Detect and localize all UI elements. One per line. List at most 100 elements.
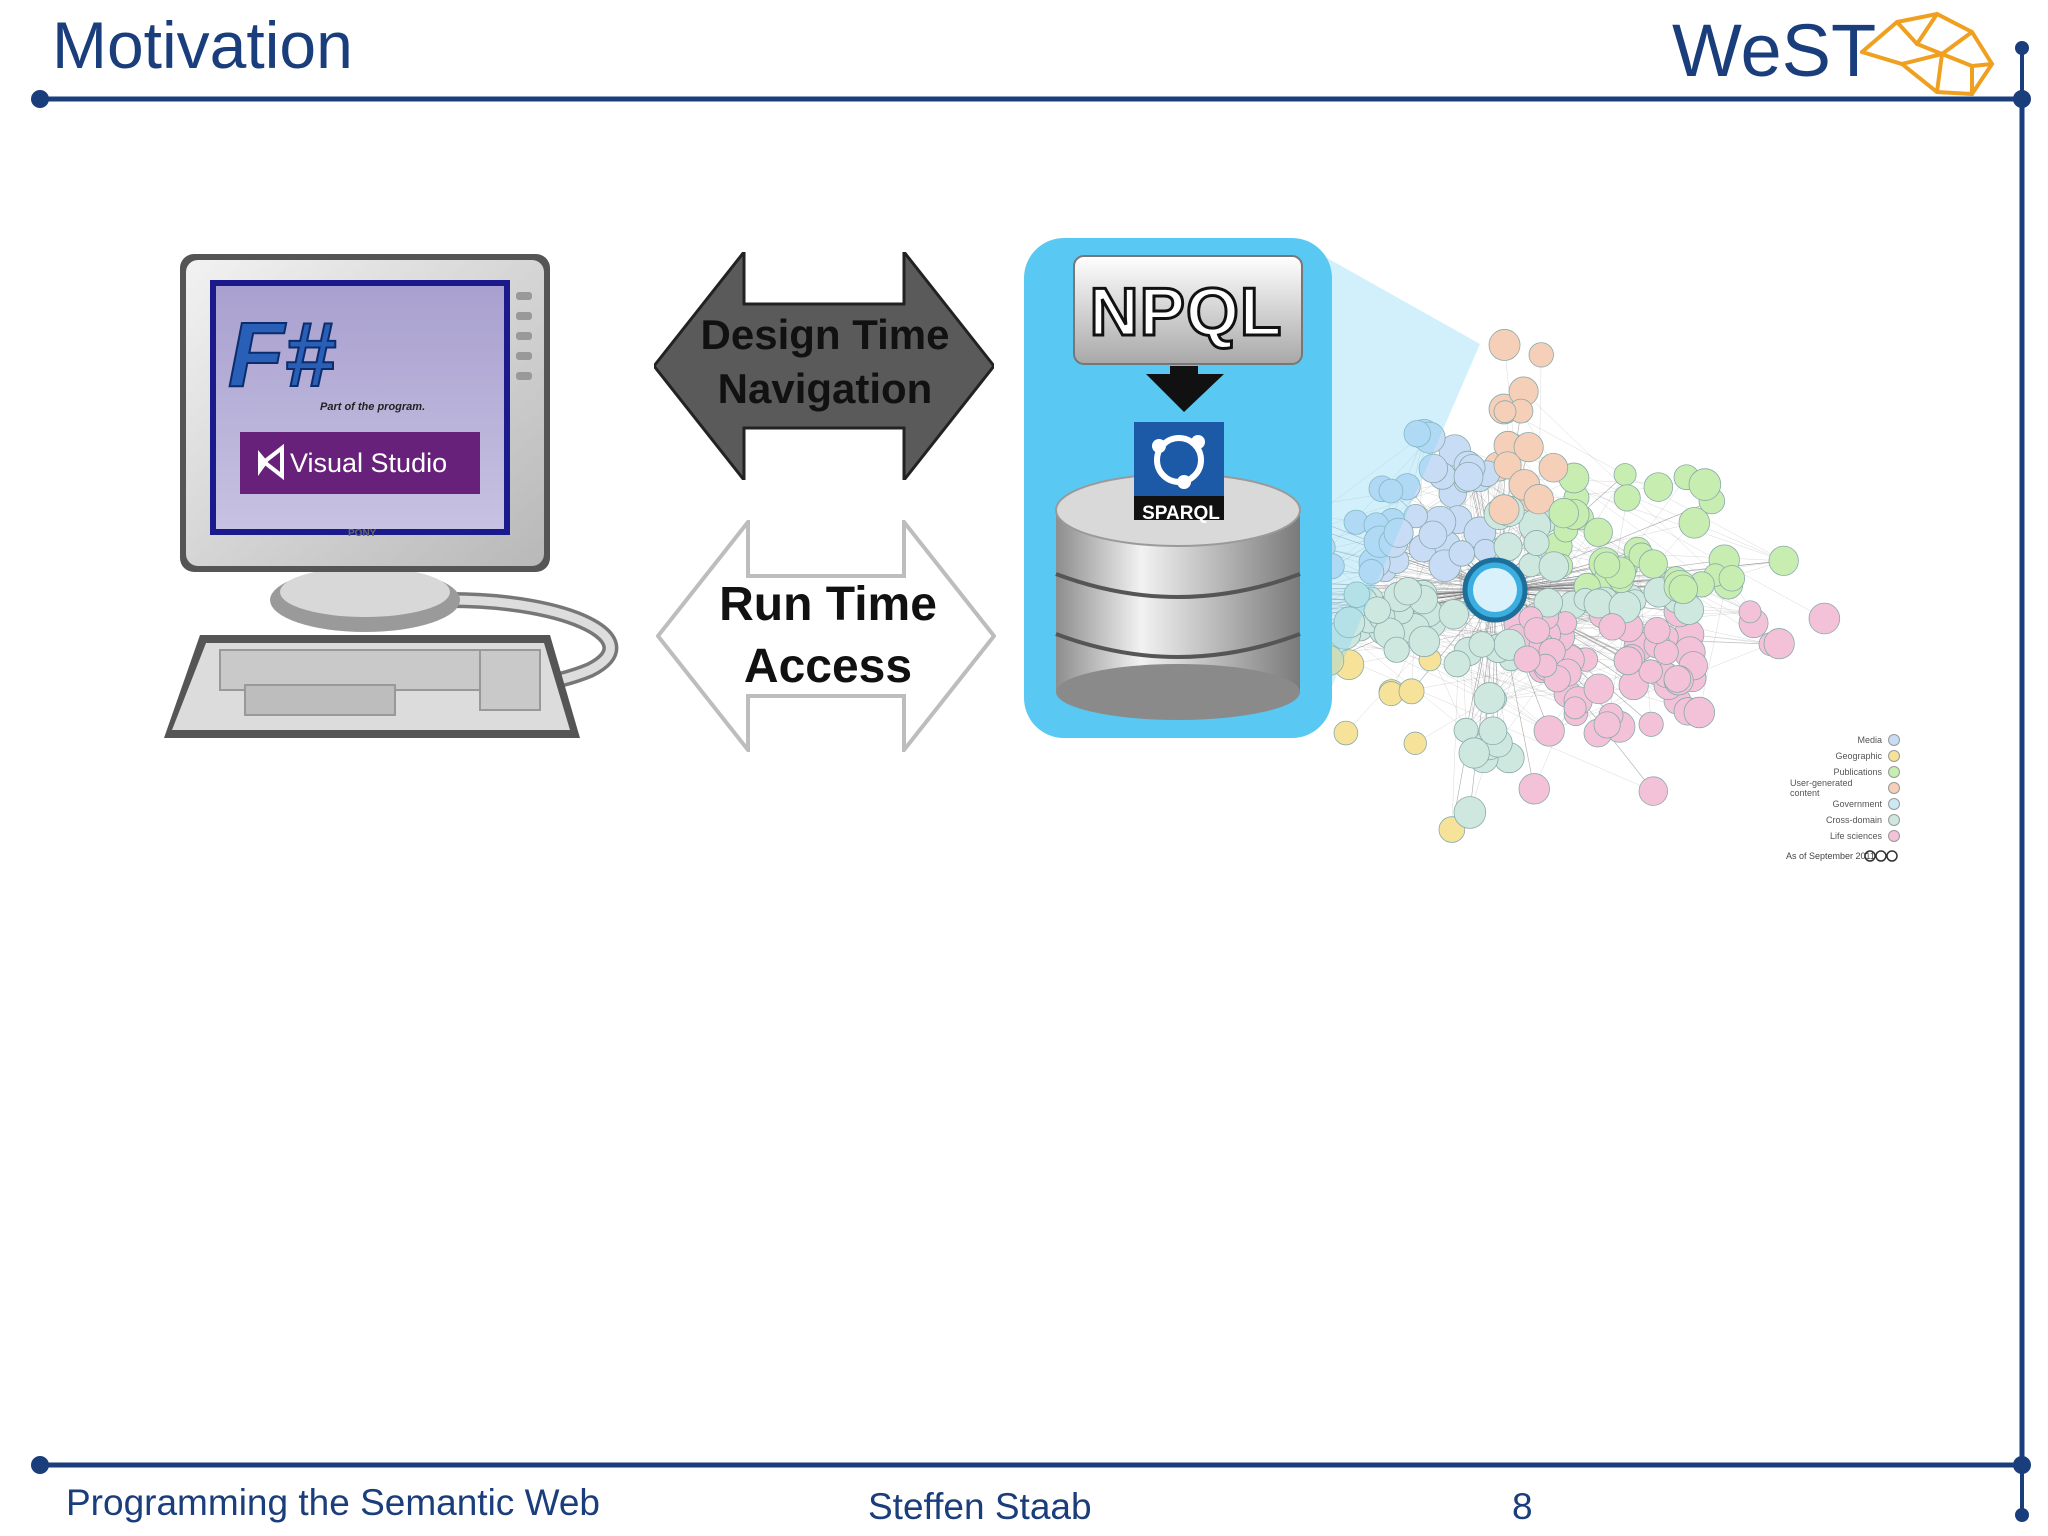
lod-dataset-node: [1663, 665, 1692, 693]
npql-label: NPQL: [1088, 273, 1283, 352]
lod-legend-item: Publications: [1790, 764, 1900, 780]
lod-dataset-node: [1473, 682, 1506, 714]
lod-dataset-node: [1378, 478, 1404, 504]
lod-dataset-node: [1448, 540, 1475, 567]
design-time-arrow: [654, 252, 994, 480]
lod-legend-swatch: [1888, 750, 1900, 762]
lod-dataset-node: [1583, 588, 1614, 619]
lod-dataset-node: [1583, 673, 1615, 705]
lod-dataset-node: [1493, 400, 1517, 424]
lod-dataset-node: [1533, 715, 1565, 747]
footer-author: Steffen Staab: [868, 1486, 1092, 1527]
lod-dataset-node: [1768, 545, 1799, 576]
lod-legend-label: Publications: [1833, 767, 1882, 777]
lod-dataset-node: [1613, 646, 1643, 676]
lod-legend-label: Cross-domain: [1825, 815, 1882, 825]
lod-dataset-node: [1638, 776, 1668, 806]
lod-legend-item: Media: [1790, 732, 1900, 748]
fsharp-logo: F#: [228, 304, 336, 406]
lod-dataset-node: [1453, 796, 1487, 829]
lod-legend-swatch: [1888, 734, 1900, 746]
design-time-line1: Design Time: [700, 311, 950, 358]
lod-dataset-node: [1418, 453, 1449, 484]
lod-legend-item: Government: [1790, 796, 1900, 812]
lod-legend-label: User-generated content: [1790, 778, 1853, 798]
run-time-label: Run Time Access: [690, 574, 966, 698]
lod-dataset-node: [1688, 468, 1722, 501]
lod-dataset-node: [1403, 504, 1428, 529]
lod-dataset-node: [1488, 329, 1521, 361]
lod-dataset-node: [1523, 484, 1554, 515]
npql-store-panel: [1024, 238, 1480, 738]
lod-dataset-node: [1613, 484, 1641, 512]
lod-dataset-node: [1808, 602, 1841, 635]
lod-dataset-node: [1593, 551, 1621, 579]
lod-dataset-node: [1453, 461, 1484, 492]
visual-studio-icon: [258, 443, 284, 481]
lod-legend-swatch: [1888, 814, 1900, 826]
lod-dataset-node: [1443, 650, 1471, 678]
lod-dataset-node: [1683, 696, 1716, 729]
fsharp-tagline: Part of the program.: [320, 401, 425, 413]
design-time-line2: Navigation: [717, 365, 933, 412]
lod-dataset-node: [1468, 631, 1496, 658]
visual-studio-label: Visual Studio: [290, 448, 447, 478]
lod-dataset-node: [1668, 574, 1699, 605]
lod-dataset-node: [1718, 565, 1746, 592]
lod-dataset-node: [1493, 532, 1523, 562]
footer-page-number: 8: [1512, 1486, 1533, 1527]
lod-dataset-node: [1398, 678, 1425, 705]
lod-dataset-node: [1613, 463, 1637, 487]
lod-dataset-node: [1513, 432, 1544, 463]
lod-dataset-node: [1638, 711, 1664, 737]
lod-dataset-node: [1518, 773, 1550, 805]
lod-cloud-diagram: [1183, 329, 1841, 843]
down-arrow-icon: [1146, 366, 1224, 412]
lod-dataset-node: [1403, 731, 1427, 755]
lod-dataset-node: [1383, 636, 1410, 663]
cc-license-icon: [1864, 850, 1898, 862]
sparql-label: SPARQL: [1142, 503, 1220, 524]
lod-dataset-node: [1643, 472, 1674, 502]
lod-dataset-node: [1418, 520, 1448, 550]
lod-legend-swatch: [1888, 766, 1900, 778]
run-time-line2: Access: [743, 640, 913, 693]
lod-dataset-node: [1583, 517, 1613, 547]
west-logo-text: WeST: [1672, 9, 1876, 92]
lod-legend-label: Media: [1857, 735, 1882, 745]
lod-dataset-node: [1598, 613, 1626, 641]
lod-dataset-node: [1523, 617, 1551, 644]
lod-dataset-node: [1528, 342, 1554, 368]
lod-dataset-node: [1403, 420, 1431, 448]
lod-dataset-node: [1678, 507, 1711, 539]
lod-dataset-node: [1513, 645, 1541, 673]
computer-illustration: F# Part of the program. Visual Studio PO…: [164, 254, 619, 738]
lod-dataset-node: [1408, 625, 1440, 658]
lod-legend-label: Life sciences: [1829, 831, 1882, 841]
lod-dataset-node: [1358, 559, 1385, 585]
lod-legend-label: Geographic: [1835, 751, 1882, 761]
lod-legend-item: Cross-domain: [1790, 812, 1900, 828]
lod-dataset-node: [1548, 497, 1579, 529]
lod-dataset-node: [1523, 530, 1550, 556]
run-time-arrow: [656, 520, 996, 752]
lod-dataset-node: [1343, 581, 1371, 608]
lod-legend-swatch: [1888, 798, 1900, 810]
lod-dataset-node: [1478, 716, 1508, 746]
lod-dataset-node: [1763, 628, 1795, 660]
lod-legend-item: Life sciences: [1790, 828, 1900, 844]
lod-dataset-node: [1363, 596, 1391, 624]
lod-dataset-node: [1458, 737, 1490, 769]
lod-legend-item: Geographic: [1790, 748, 1900, 764]
lod-legend-swatch: [1888, 830, 1900, 842]
lod-legend-swatch: [1888, 782, 1900, 794]
monitor-brand: PONY: [348, 528, 377, 539]
lod-dataset-node: [1593, 711, 1621, 739]
lod-dataset-node: [1383, 517, 1414, 548]
footer-course: Programming the Semantic Web: [66, 1482, 600, 1523]
lod-dataset-node: [1638, 659, 1663, 684]
design-time-label: Design Time Navigation: [680, 308, 970, 416]
lod-dataset-node: [1643, 617, 1671, 644]
lod-dataset-node: [1538, 551, 1570, 582]
